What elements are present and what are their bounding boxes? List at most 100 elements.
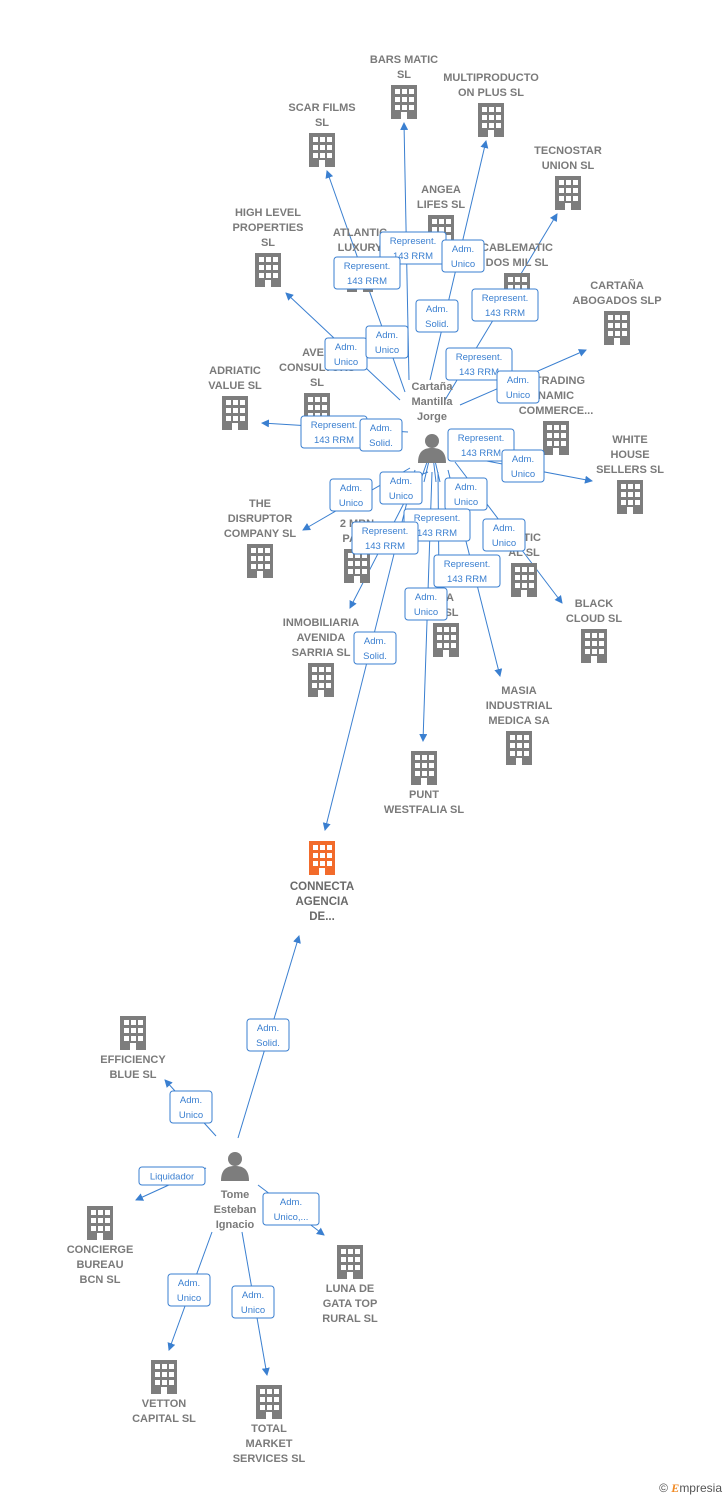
company-node-cable[interactable]: CABLEMATIC DOS MIL SL bbox=[481, 242, 553, 307]
edge-label-e_angea[interactable]: Adm.Unico bbox=[441, 239, 485, 273]
edge-label-e_bars[interactable]: Adm.Solid. bbox=[415, 299, 459, 333]
edge-label-e_eff[interactable]: Adm.Unico bbox=[169, 1090, 213, 1124]
node-label-line: Esteban bbox=[214, 1204, 257, 1216]
empresia-brand[interactable]: © Empresia bbox=[659, 1481, 722, 1496]
node-label-line: CONCIERGE bbox=[67, 1244, 134, 1256]
edge-label-e_masia[interactable]: Represent.143 RRM bbox=[433, 554, 501, 588]
edge-label-e_aver[interactable]: Adm.Unico bbox=[365, 325, 409, 359]
node-label-line: SL bbox=[310, 377, 324, 389]
edge-label-text: Unico bbox=[334, 357, 358, 368]
edge-label-e_concierge[interactable]: Liquidador bbox=[138, 1166, 206, 1186]
edge-label-e_luna[interactable]: Adm.Unico,... bbox=[262, 1192, 320, 1226]
edge-label-text: Liquidador bbox=[150, 1172, 194, 1183]
node-label-line: BUREAU bbox=[76, 1259, 123, 1271]
node-label-line: DE... bbox=[309, 911, 335, 923]
edge-label-box bbox=[447, 428, 515, 462]
edge-label-e_smart[interactable]: Represent.143 RRM bbox=[447, 428, 515, 462]
edge-label-text: Represent. bbox=[311, 420, 357, 431]
node-label-line: BLUE SL bbox=[109, 1069, 156, 1081]
edge-label-text: Unico bbox=[506, 390, 530, 401]
node-label-line: TOTAL bbox=[251, 1423, 287, 1435]
edge-label-e_scar[interactable]: Represent.143 RRM bbox=[333, 256, 401, 290]
edge-label-e_connecta1[interactable]: Adm.Solid. bbox=[353, 631, 397, 665]
edge-label-e_connecta2[interactable]: Adm.Solid. bbox=[246, 1018, 290, 1052]
edge-label-text: Adm. bbox=[507, 375, 529, 386]
edge-label-text: Adm. bbox=[178, 1278, 200, 1289]
edge-label-box bbox=[231, 1285, 275, 1319]
edge-label-text: Adm. bbox=[180, 1095, 202, 1106]
edge-label-e_white[interactable]: Adm.Unico bbox=[501, 449, 545, 483]
edge-label-e_multi[interactable]: Represent.143 RRM bbox=[445, 347, 513, 381]
node-label-line: CABLEMATIC bbox=[481, 242, 553, 254]
edge-label-e_matic[interactable]: Adm.Unico bbox=[482, 518, 526, 552]
edge-label-e_sarria[interactable]: Represent.143 RRM bbox=[351, 521, 419, 555]
node-label-line: DOS MIL SL bbox=[486, 257, 549, 269]
edge-label-text: Unico bbox=[339, 498, 363, 509]
node-label-line: Ignacio bbox=[216, 1219, 255, 1231]
node-label-line: MULTIPRODUCTO bbox=[443, 72, 539, 84]
edge-label-e_cartana[interactable]: Adm. Unico bbox=[496, 370, 540, 404]
edge-label-e_total[interactable]: Adm.Unico bbox=[231, 1285, 275, 1319]
edge-label-box bbox=[433, 554, 501, 588]
edge-label-text: Adm. bbox=[335, 342, 357, 353]
edge-label-e_atl[interactable]: Represent.143 RRM bbox=[379, 231, 447, 265]
edge-label-box bbox=[482, 518, 526, 552]
edge-label-e_tecno[interactable]: Represent.143 RRM bbox=[471, 288, 539, 322]
building-icon bbox=[120, 1016, 146, 1050]
building-icon bbox=[255, 253, 281, 287]
building-icon bbox=[256, 1385, 282, 1419]
building-icon bbox=[581, 629, 607, 663]
building-icon bbox=[555, 176, 581, 210]
edge-label-text: Represent. bbox=[456, 352, 502, 363]
edge-label-e_mbn[interactable]: Adm.Unico bbox=[379, 471, 423, 505]
edge-label-box bbox=[333, 256, 401, 290]
node-label-line: VALUE SL bbox=[208, 380, 262, 392]
edge-label-e_adriatic[interactable]: Represent.143 RRM bbox=[300, 415, 368, 449]
node-label-line: RURAL SL bbox=[322, 1313, 378, 1325]
node-label-line: LUXURY bbox=[338, 242, 383, 254]
building-icon bbox=[511, 563, 537, 597]
edge-label-text: Unico bbox=[389, 491, 413, 502]
edge-label-e_disruptor[interactable]: Adm.Unico bbox=[329, 478, 373, 512]
node-label-line: GATA TOP bbox=[323, 1298, 378, 1310]
edge-label-e_high[interactable]: Adm. Unico bbox=[324, 337, 368, 371]
company-node-smart[interactable]: RTRADINGNAMICCOMMERCE... bbox=[519, 375, 594, 455]
edge-label-text: 143 RRM bbox=[365, 541, 405, 552]
node-label-line: HOUSE bbox=[610, 449, 649, 461]
edge-label-e_mid[interactable]: Adm.Unico bbox=[444, 477, 488, 511]
edge-label-text: Unico bbox=[492, 538, 516, 549]
edge-label-box bbox=[404, 587, 448, 621]
building-icon bbox=[391, 85, 417, 119]
node-label-line: SCAR FILMS bbox=[288, 102, 355, 114]
edge-label-text: Unico bbox=[454, 497, 478, 508]
edge-label-e_adm_solid[interactable]: Adm.Solid. bbox=[359, 418, 403, 452]
edge-label-box bbox=[415, 299, 459, 333]
node-label-line: SELLERS SL bbox=[596, 464, 664, 476]
node-label-line: Mantilla bbox=[412, 396, 454, 408]
edge-label-e_punt[interactable]: Adm.Unico bbox=[404, 587, 448, 621]
edge-label-e_vetton[interactable]: Adm.Unico bbox=[167, 1273, 211, 1307]
focus-company-node[interactable]: CONNECTAAGENCIADE... bbox=[290, 841, 354, 923]
